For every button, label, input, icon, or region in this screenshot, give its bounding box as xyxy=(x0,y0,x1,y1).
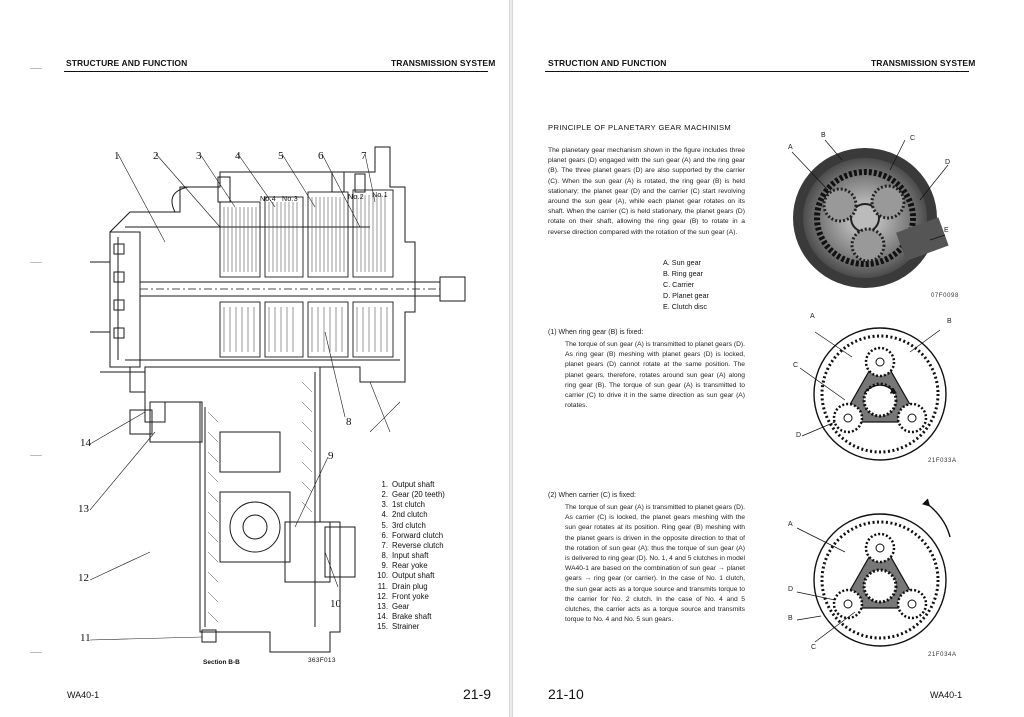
ring-gear-fixed-drawing xyxy=(799,327,947,461)
legend-item: 15.Strainer xyxy=(377,622,420,632)
fig3-code: 21F034A xyxy=(928,652,957,658)
legend-item: 1.Output shaft xyxy=(381,480,435,489)
fig1-label-b: B xyxy=(821,132,826,139)
legend-item: 7.Reverse clutch xyxy=(381,540,444,550)
book-gutter xyxy=(509,0,513,717)
legend-item: 2.Gear (20 teeth) xyxy=(381,490,445,500)
legend-item: 10.Output shaft xyxy=(377,571,435,581)
clutch-label-no4: No.4 xyxy=(260,196,276,203)
part-item: D. Planet gear xyxy=(663,291,709,300)
fig2-label-d: D xyxy=(796,432,802,439)
callout-4: 4 xyxy=(235,150,241,162)
carrier-fixed-diagram: A D B C 21F034A xyxy=(785,492,970,662)
callout-11: 11 xyxy=(80,632,91,644)
left-header-section: TRANSMISSION SYSTEM xyxy=(391,58,496,68)
callout-12: 12 xyxy=(78,572,89,584)
callout-10: 10 xyxy=(330,598,341,610)
fig2-code: 21F033A xyxy=(928,458,957,464)
legend-item: 5.3rd clutch xyxy=(381,520,426,530)
fig2-label-b: B xyxy=(947,318,952,325)
transmission-drawing xyxy=(89,146,466,653)
callout-9: 9 xyxy=(328,450,334,462)
fig1-label-a: A xyxy=(788,144,793,151)
margin-mark xyxy=(30,262,42,263)
part-item: B. Ring gear xyxy=(663,269,703,278)
callout-7: 7 xyxy=(361,150,367,162)
part-item: A. Sun gear xyxy=(663,258,701,267)
legend-item: 12.Front yoke xyxy=(377,591,429,601)
case1-heading: (1) When ring gear (B) is fixed: xyxy=(548,329,644,336)
margin-mark xyxy=(30,652,42,653)
planetary-gear-image xyxy=(791,139,949,288)
callout-13: 13 xyxy=(78,503,89,515)
legend-item: 6.Forward clutch xyxy=(381,530,444,540)
callout-2: 2 xyxy=(153,150,159,162)
left-footer-model: WA40-1 xyxy=(67,690,100,700)
clutch-label-no2: No.2 xyxy=(348,194,364,201)
parts-legend: 1.Output shaft 2.Gear (20 teeth) 3.1st c… xyxy=(368,480,508,632)
fig2-label-a: A xyxy=(810,313,815,320)
margin-mark xyxy=(30,455,42,456)
right-header-rule xyxy=(545,71,969,72)
clutch-label-no1: No.1 xyxy=(372,192,388,199)
right-footer-model: WA40-1 xyxy=(930,690,963,700)
legend-item: 11.Drain plug xyxy=(377,581,428,591)
carrier-fixed-drawing xyxy=(796,498,951,647)
fig1-code: 07F0098 xyxy=(931,293,959,299)
fig1-label-c: C xyxy=(910,135,916,142)
callout-3: 3 xyxy=(196,150,202,162)
section-label: Section B-B xyxy=(203,659,240,666)
legend-item: 9.Rear yoke xyxy=(381,561,428,571)
right-page-number: 21-10 xyxy=(548,686,584,702)
part-item: C. Carrier xyxy=(663,280,695,289)
left-header-title: STRUCTURE AND FUNCTION xyxy=(66,58,188,68)
legend-item: 3.1st clutch xyxy=(381,500,425,510)
planetary-gear-photo: A B C D E 07F0098 xyxy=(780,130,970,305)
callout-6: 6 xyxy=(318,150,324,162)
part-item: E. Clutch disc xyxy=(663,302,707,311)
margin-mark xyxy=(30,68,42,69)
fig2-label-c: C xyxy=(793,362,799,369)
section-title: PRINCIPLE OF PLANETARY GEAR MACHINISM xyxy=(548,123,732,132)
callout-8: 8 xyxy=(346,416,352,428)
parts-list: A. Sun gear B. Ring gear C. Carrier D. P… xyxy=(663,257,709,312)
ring-gear-fixed-diagram: A B C D 21F033A xyxy=(790,312,970,472)
callout-14: 14 xyxy=(80,437,91,449)
clutch-label-no3: No.3 xyxy=(282,196,298,203)
legend-item: 4.2nd clutch xyxy=(381,510,428,520)
legend-item: 13.Gear xyxy=(377,601,410,611)
callout-5: 5 xyxy=(278,150,284,162)
case1-body: The torque of sun gear (A) is transmitte… xyxy=(565,341,745,410)
right-header-section: TRANSMISSION SYSTEM xyxy=(871,58,976,68)
intro-paragraph: The planetary gear mechanism shown in th… xyxy=(548,147,745,236)
case2-body: The torque of sun gear (A) is transmitte… xyxy=(565,504,745,624)
figure-code: 363F013 xyxy=(308,657,336,664)
callout-1: 1 xyxy=(114,150,120,162)
fig3-label-c: C xyxy=(811,644,817,651)
legend-item: 8.Input shaft xyxy=(381,551,429,561)
fig3-label-d: D xyxy=(788,586,794,593)
transmission-cross-section: 1 2 3 4 5 6 7 8 9 10 11 12 13 14 No.4 No… xyxy=(70,132,510,672)
case2-heading: (2) When carrier (C) is fixed: xyxy=(548,492,636,499)
right-header-title: STRUCTION AND FUNCTION xyxy=(548,58,667,68)
fig3-label-b: B xyxy=(788,615,793,622)
left-page-number: 21-9 xyxy=(463,686,492,702)
left-header-rule xyxy=(64,71,488,72)
fig1-label-d: D xyxy=(945,159,951,166)
fig3-label-a: A xyxy=(788,521,793,528)
fig1-label-e: E xyxy=(944,227,949,234)
legend-item: 14.Brake shaft xyxy=(377,612,432,622)
